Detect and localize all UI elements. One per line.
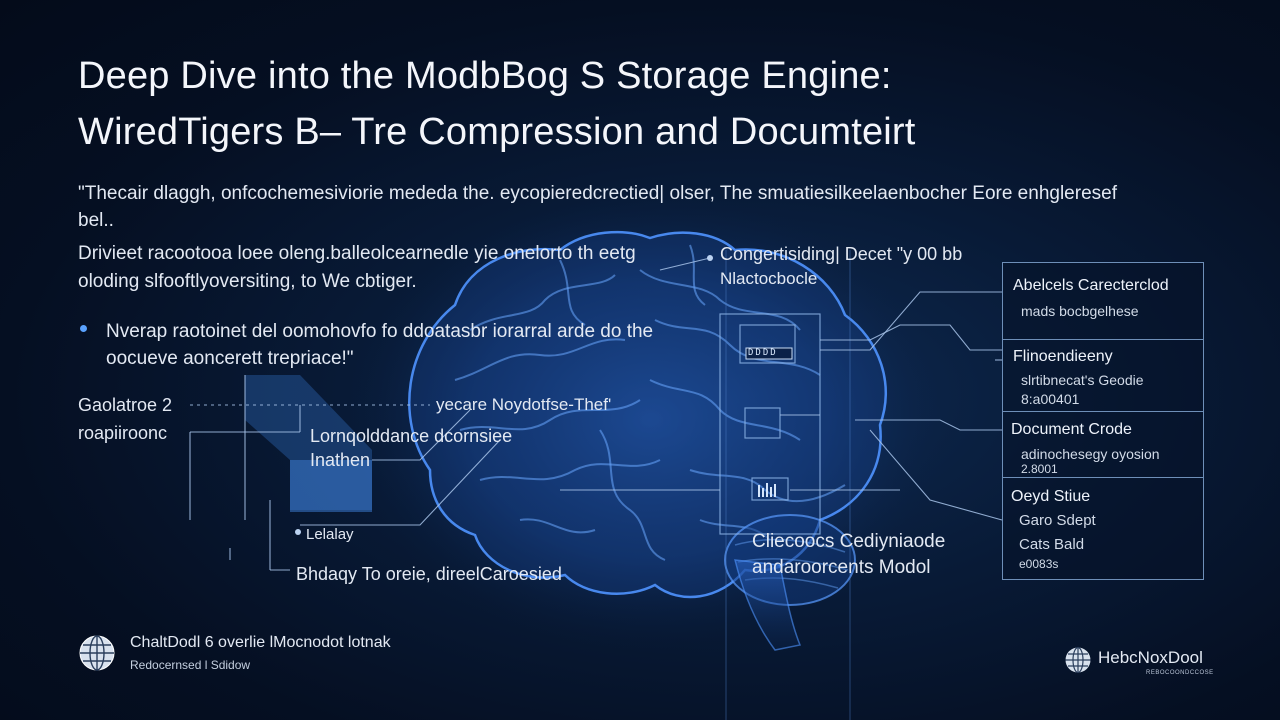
panel-box-2-heading: Flinoendieeny <box>1013 348 1113 365</box>
footer-brand-subtext: REBOCOONDCCOSE <box>1146 670 1214 676</box>
center-label-mid: yecare Noydotfse-Thef' <box>436 395 612 414</box>
bullet-dot-icon <box>80 325 87 332</box>
footer-main-text: ChaltDodl 6 overlie lMocnodot lotnak <box>130 634 391 651</box>
left-label-c: Lelalay <box>306 526 354 543</box>
panel-box-4: Oeyd Stiue Garo Sdept Cats Bald e0083s <box>1002 478 1204 580</box>
left-label-a-line1: Gaolatroe 2 <box>78 395 173 415</box>
panel-box-1: Abelcels Carecterclod mads bocbgelhese <box>1002 262 1204 340</box>
panel-box-1-sub: mads bocbgelhese <box>1021 303 1139 319</box>
center-label-top-line1: Congertisiding| Decet "y 00 bb <box>720 244 963 264</box>
globe-icon <box>79 635 115 671</box>
panel-box-3-sub1: adinochesegy oyosion <box>1021 446 1160 462</box>
panel-box-2-sub1: slrtibnecat's Geodie <box>1021 372 1144 388</box>
panel-box-4-sub2: Cats Bald <box>1019 536 1085 553</box>
center-label-top-line2: Nlactocbocle <box>720 269 818 288</box>
center-label-bottom-line1: Cliecoocs Cediyniaode <box>752 531 946 552</box>
page-title: Deep Dive into the ModbBog S Storage Eng… <box>78 48 1198 160</box>
panel-box-3: Document Crode adinochesegy oyosion 2.80… <box>1002 412 1204 478</box>
footer-brand-text: HebcNoxDool <box>1098 648 1203 667</box>
title-line-1: Deep Dive into the ModbBog S Storage Eng… <box>78 55 892 97</box>
chip-label: DDDD <box>748 348 778 358</box>
left-label-b-line2: Inathen <box>310 450 371 470</box>
panel-box-4-heading: Oeyd Stiue <box>1011 488 1091 505</box>
panel-box-4-sub1: Garo Sdept <box>1019 512 1096 529</box>
brand-globe-icon <box>1065 646 1091 674</box>
panel-box-4-sub3: e0083s <box>1019 557 1059 571</box>
left-label-a-line2: roapiiroonc <box>78 423 168 443</box>
left-label-d: Bhdaqy To oreie, direelCaroesied <box>296 564 562 584</box>
panel-box-3-heading: Document Crode <box>1011 421 1132 438</box>
panel-box-2-sub2: 8:a00401 <box>1021 391 1080 407</box>
title-line-2: WiredTigers B– Tre Compression and Docum… <box>78 111 916 153</box>
quote-text: "Thecair dlaggh, onfcochemesiviorie mede… <box>78 183 1117 231</box>
bullet-text: Nverap raotoinet del oomohovfo fo ddoata… <box>106 321 654 369</box>
panel-box-3-sub2: 2.8001 <box>1021 462 1058 476</box>
intro-text: Drivieet racootooa loee oleng.balleolcea… <box>78 243 636 292</box>
footer-sub-text: Redocernsed l Sdidow <box>130 658 251 672</box>
panel-box-1-heading: Abelcels Carecterclod <box>1013 277 1169 294</box>
panel-box-2: Flinoendieeny slrtibnecat's Geodie 8:a00… <box>1002 340 1204 412</box>
left-label-b-line1: Lornqolddance dcornsiee <box>310 426 513 446</box>
center-label-bottom-line2: andaroorcents Modol <box>752 557 931 578</box>
